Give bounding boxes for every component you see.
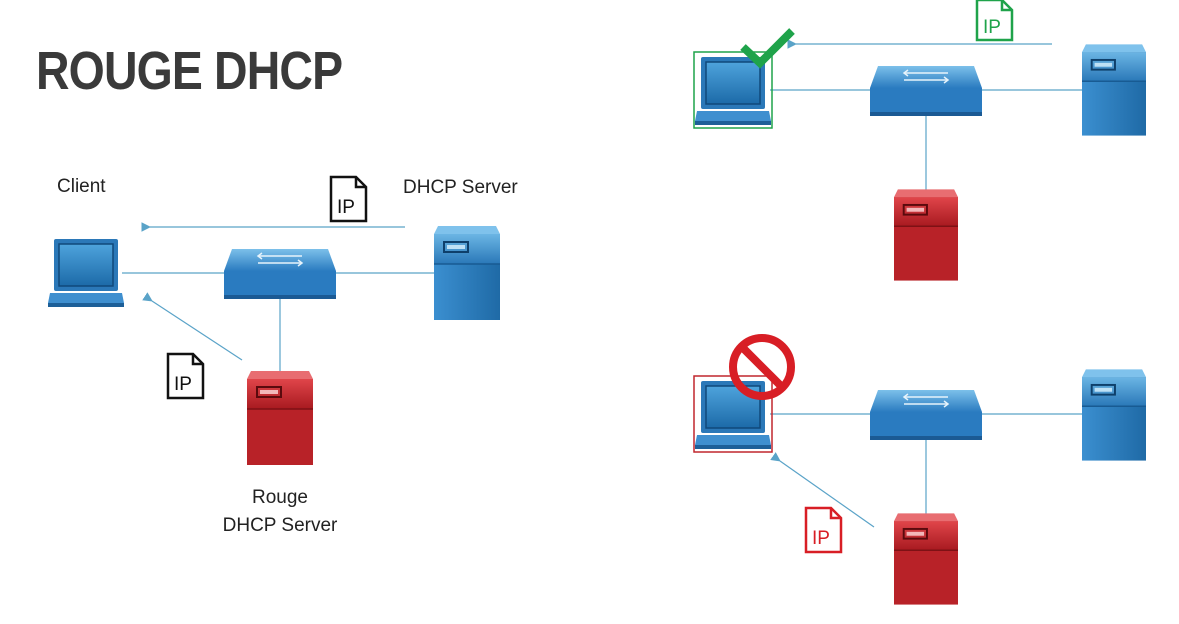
rogue-server-icon: [894, 512, 958, 606]
rogue-server-label-line2: DHCP Server: [222, 515, 338, 536]
arrow-rogue-offer: [770, 452, 875, 528]
document-icon: IP: [804, 506, 843, 554]
page-title: ROUGE DHCP: [36, 41, 343, 101]
laptop-icon: [48, 238, 124, 307]
switch-icon: [224, 249, 336, 299]
arrow-rogue-offer: [142, 292, 243, 361]
switch-icon: [870, 66, 982, 116]
dhcp-server-label: DHCP Server: [403, 177, 518, 198]
ip-label: IP: [337, 197, 355, 218]
ip-label: IP: [983, 17, 1001, 38]
document-icon: IP: [975, 0, 1014, 42]
ip-label: IP: [812, 528, 830, 549]
accepted-highlight: [693, 51, 773, 129]
rogue-server-label: Rouge DHCP Server: [212, 484, 348, 540]
rogue-server-label-line1: Rouge: [252, 487, 308, 508]
document-icon: IP: [329, 175, 368, 223]
ip-label: IP: [174, 374, 192, 395]
server-icon: [434, 226, 500, 320]
rogue-server-icon: [247, 371, 313, 465]
switch-icon: [870, 390, 982, 440]
prohibited-icon: [729, 334, 795, 400]
client-label: Client: [57, 176, 106, 197]
server-icon: [1082, 368, 1146, 462]
server-icon: [1082, 43, 1146, 137]
checkmark-icon: [740, 28, 795, 69]
rogue-server-icon: [894, 188, 958, 282]
laptop-icon: [695, 380, 771, 449]
document-icon: IP: [166, 352, 205, 400]
